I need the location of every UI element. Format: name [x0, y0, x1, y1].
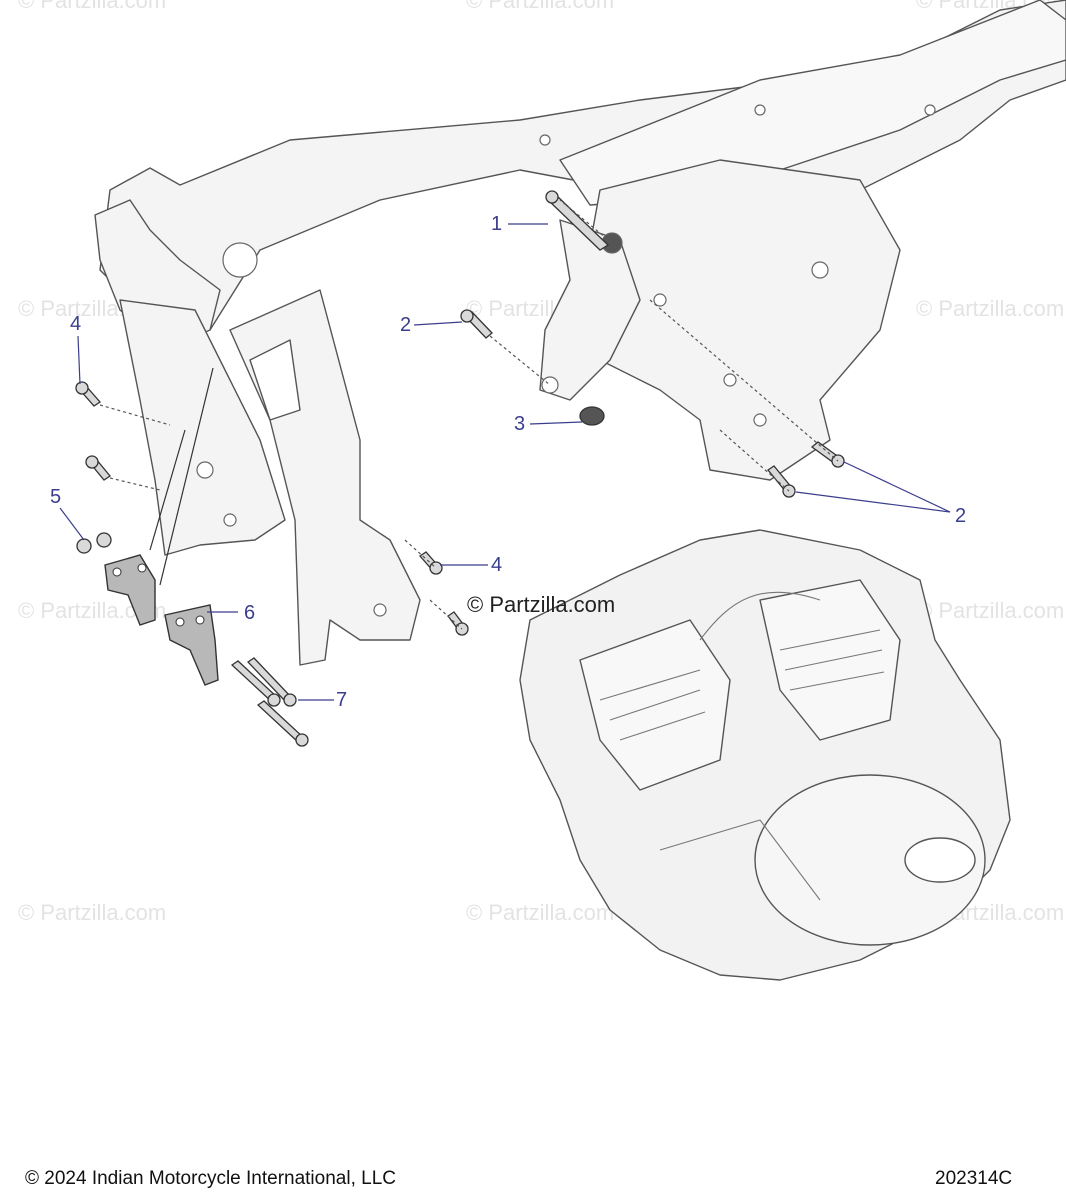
primary-cover [754, 774, 986, 946]
callout-part-1[interactable]: 1 [491, 213, 503, 235]
front-mount-bracket-left [119, 299, 286, 556]
watermark: © Partzilla.com [18, 900, 167, 925]
watermark: © Partzilla.com [916, 598, 1065, 623]
nut-part-5-a [76, 538, 92, 554]
callout-part-4-left[interactable]: 4 [70, 313, 82, 335]
callout-part-5[interactable]: 5 [50, 486, 62, 508]
nut-part-5-b [96, 532, 112, 548]
diagram-code: 202314C [935, 1168, 1013, 1189]
callout-part-2-lower[interactable]: 2 [955, 505, 967, 527]
watermark: © Partzilla.com [18, 0, 167, 13]
frame-rear-section [579, 159, 901, 481]
engine-cylinder-rear [759, 579, 901, 741]
washer-part-3 [579, 406, 605, 426]
watermark: © Partzilla.com [466, 0, 615, 13]
downtube-panel [249, 339, 301, 421]
mount-plate-a [104, 554, 156, 626]
callout-part-2-upper[interactable]: 2 [400, 314, 412, 336]
callout-part-3[interactable]: 3 [514, 413, 526, 435]
primary-cover-badge [904, 837, 976, 883]
center-watermark: © Partzilla.com [467, 592, 616, 617]
frame-downtube [539, 219, 641, 401]
watermark: © Partzilla.com [916, 296, 1065, 321]
copyright-text: © 2024 Indian Motorcycle International, … [25, 1168, 396, 1189]
callout-part-7[interactable]: 7 [336, 689, 348, 711]
mount-plate-b [164, 604, 219, 686]
callout-part-6[interactable]: 6 [244, 602, 256, 624]
callout-part-4-right[interactable]: 4 [491, 554, 503, 576]
watermark: © Partzilla.com [466, 900, 615, 925]
